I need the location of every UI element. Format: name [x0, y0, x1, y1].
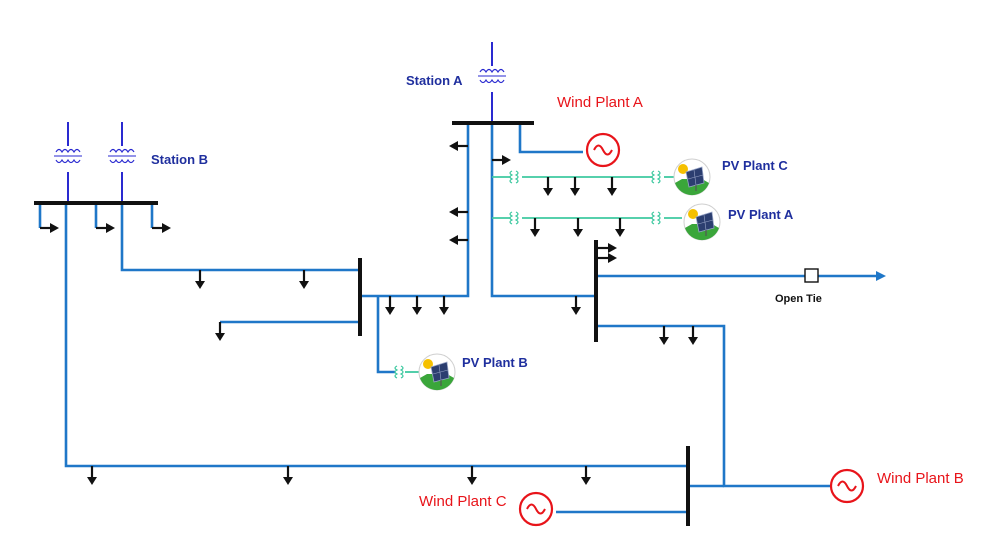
load-arrow-icon — [605, 175, 619, 198]
transformer-icon — [107, 148, 137, 164]
load-arrow-icon — [596, 251, 619, 265]
load-arrow-icon — [38, 221, 61, 235]
pv-coupling-transformer-icon — [509, 170, 519, 184]
wind-plant-c-label: Wind Plant C — [419, 493, 507, 510]
pv-coupling-transformer-icon — [651, 211, 661, 225]
pv-plant-b-label: PV Plant B — [462, 355, 528, 370]
wind-plant-a-label: Wind Plant A — [557, 94, 643, 111]
pv-lines — [492, 176, 682, 219]
load-arrow-icon — [657, 324, 671, 347]
transformer-icon — [53, 148, 83, 164]
wind-plant-b-generator-icon — [829, 468, 865, 504]
load-arrow-icon — [568, 175, 582, 198]
load-arrow-icon — [150, 221, 173, 235]
loads — [38, 139, 700, 487]
load-arrow-icon — [447, 205, 470, 219]
load-arrow-icon — [571, 216, 585, 239]
open-tie-switch-icon[interactable] — [804, 268, 819, 283]
load-arrow-icon — [579, 464, 593, 487]
load-arrow-icon — [213, 320, 227, 343]
load-arrow-icon — [528, 216, 542, 239]
buses — [34, 121, 690, 526]
load-arrow-icon — [193, 268, 207, 291]
feeder-arrow-icon — [876, 271, 886, 281]
load-arrow-icon — [613, 216, 627, 239]
station-a-label: Station A — [406, 73, 463, 88]
wind-plant-b-label: Wind Plant B — [877, 470, 964, 487]
load-arrow-icon — [447, 139, 470, 153]
load-arrow-icon — [410, 294, 424, 317]
pv-plant-b-solar-panel-icon — [418, 353, 456, 391]
wind-plant-c-generator-icon — [518, 491, 554, 527]
wind-plant-a-generator-icon — [585, 132, 621, 168]
load-arrow-icon — [447, 233, 470, 247]
load-arrow-icon — [465, 464, 479, 487]
open-tie-label: Open Tie — [775, 293, 822, 305]
pv-coupling-transformer-icon — [394, 365, 404, 379]
pv-plant-a-solar-panel-icon — [683, 203, 721, 241]
load-arrow-icon — [490, 153, 513, 167]
transformer-icon — [477, 68, 507, 84]
load-arrow-icon — [383, 294, 397, 317]
pv-coupling-transformer-icon — [509, 211, 519, 225]
load-arrow-icon — [281, 464, 295, 487]
pv-coupling-transformer-icon — [651, 170, 661, 184]
load-arrow-icon — [541, 175, 555, 198]
load-arrow-icon — [686, 324, 700, 347]
pv-plant-c-solar-panel-icon — [673, 158, 711, 196]
load-arrow-icon — [94, 221, 117, 235]
load-arrow-icon — [85, 464, 99, 487]
load-arrow-icon — [437, 294, 451, 317]
load-arrow-icon — [569, 294, 583, 317]
station-b-label: Station B — [151, 152, 208, 167]
feeder-lines — [38, 125, 880, 514]
pv-plant-a-label: PV Plant A — [728, 207, 794, 222]
pv-plant-c-label: PV Plant C — [722, 158, 788, 173]
load-arrow-icon — [297, 268, 311, 291]
hv-lines — [67, 42, 493, 203]
load-arrow-icon — [596, 241, 619, 255]
